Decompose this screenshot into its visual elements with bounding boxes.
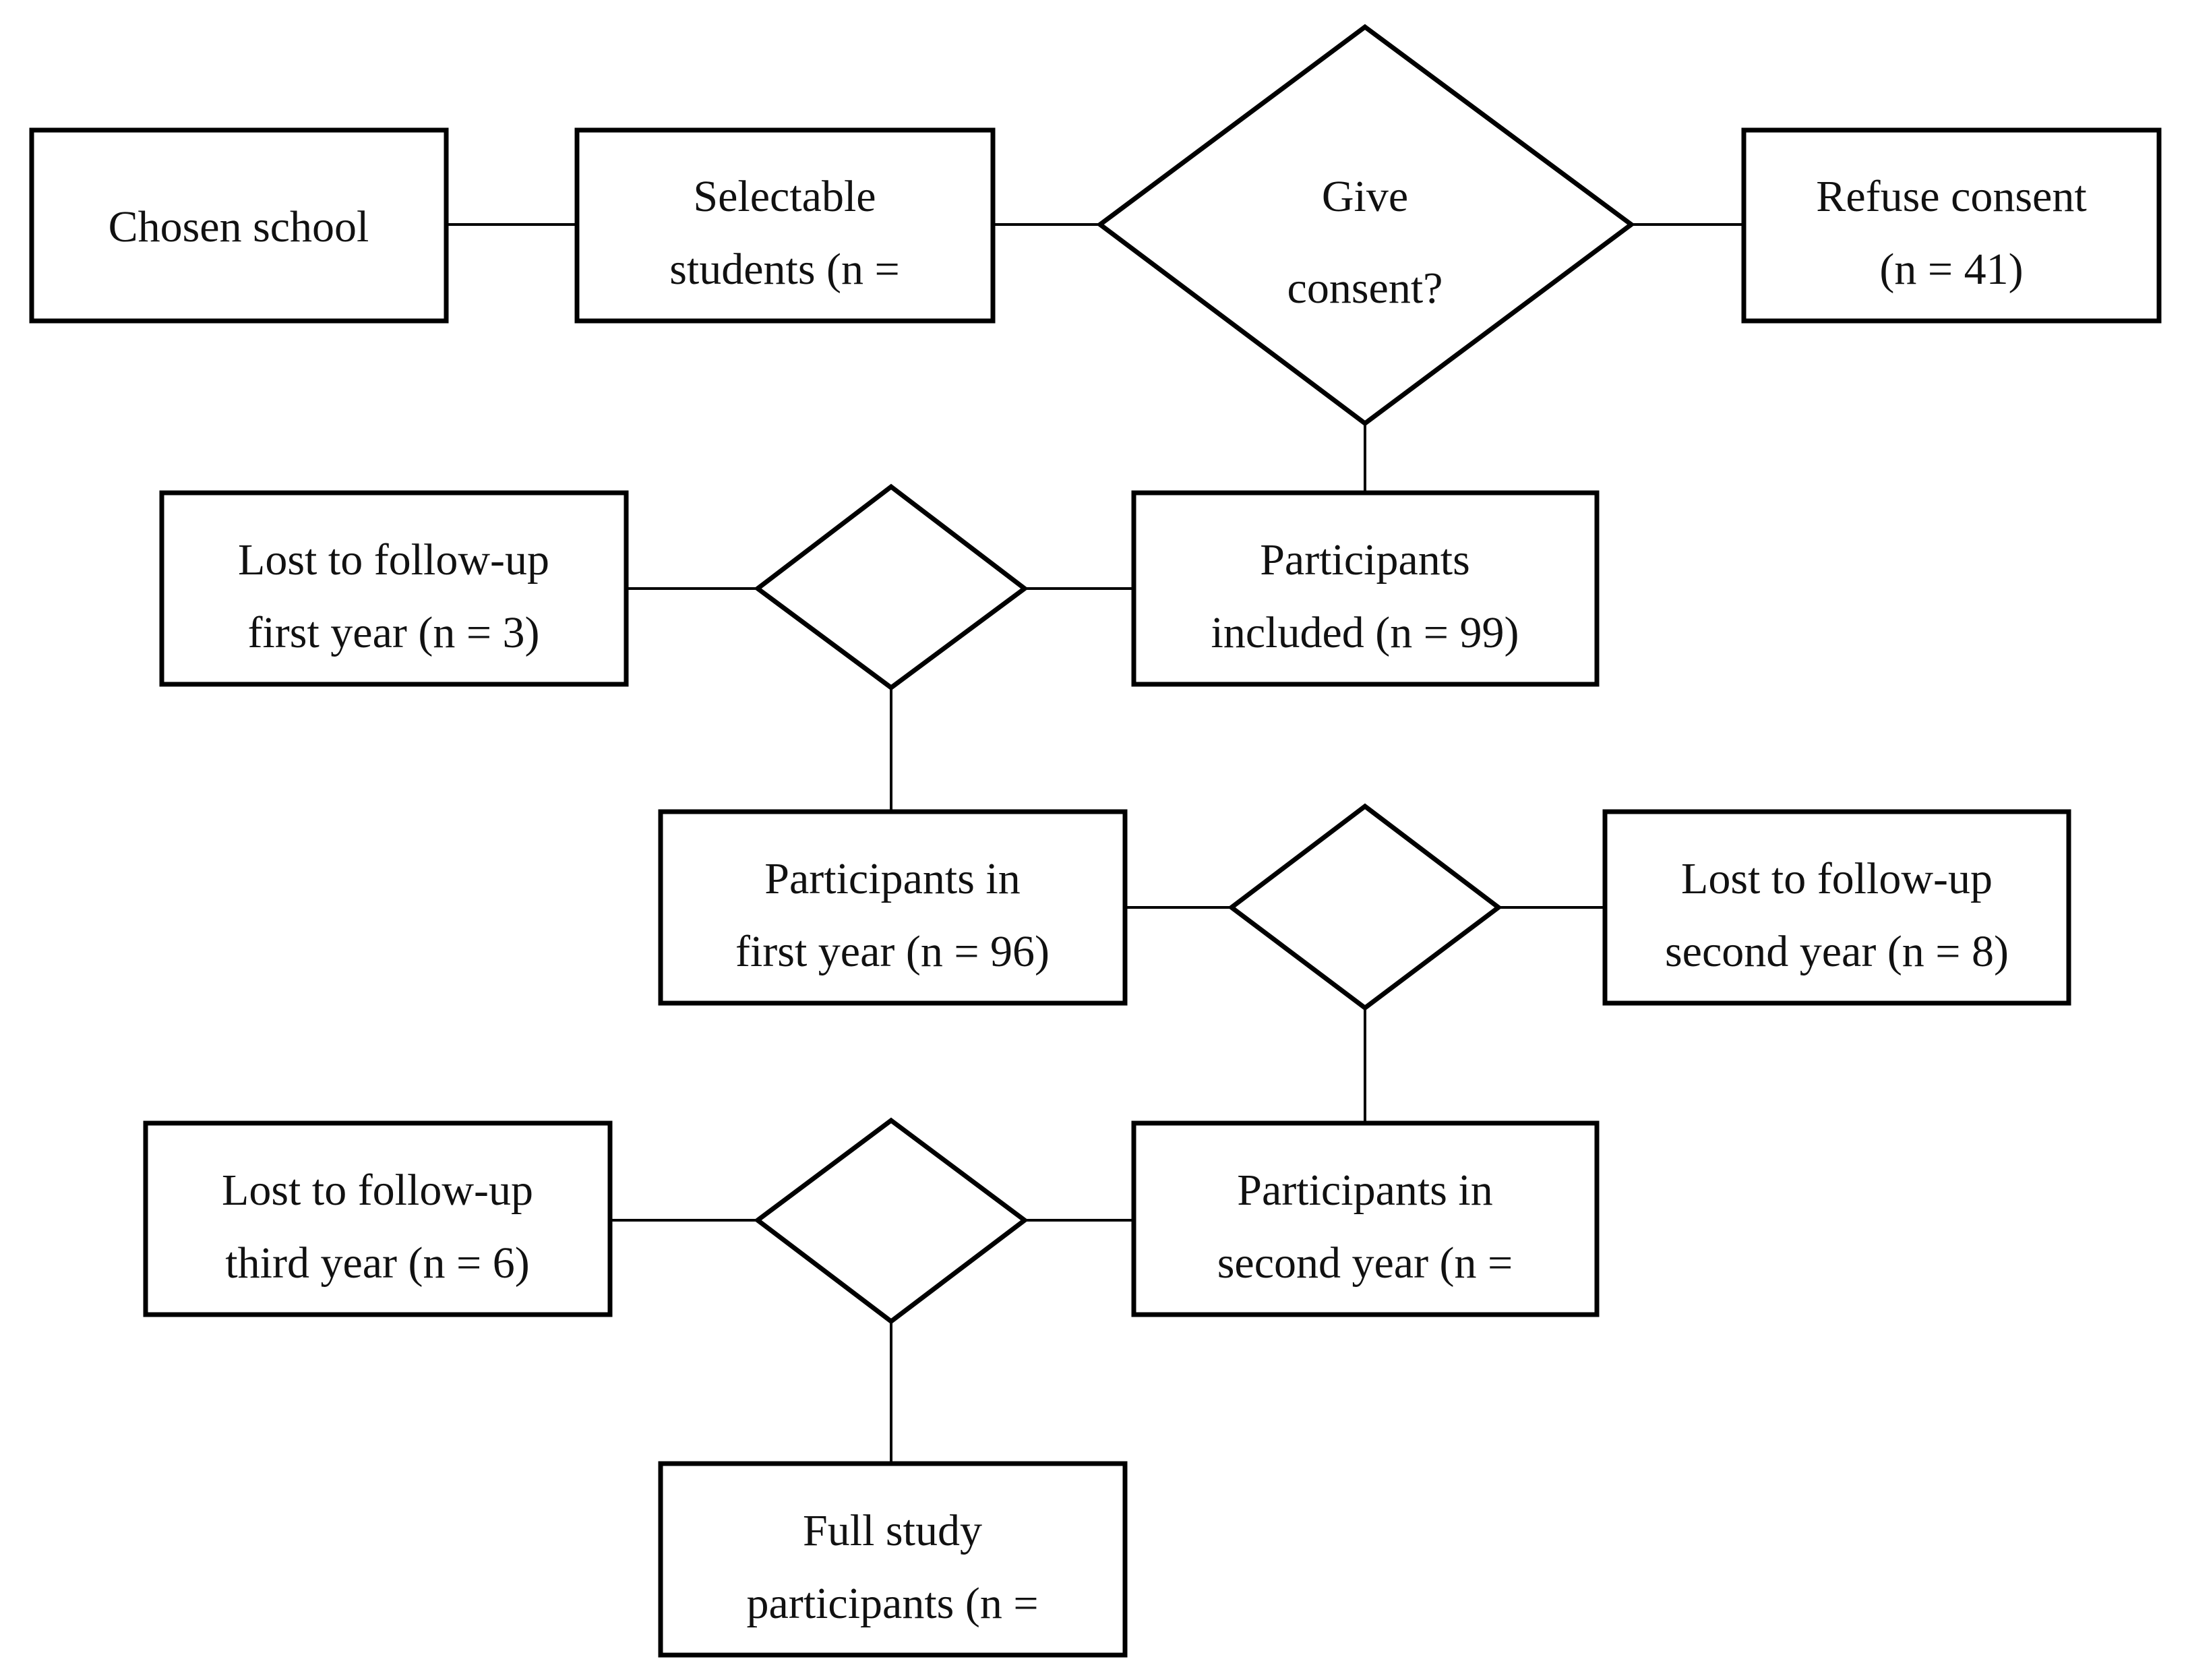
lost-first-year-label-line1: Lost to follow-up — [238, 535, 549, 584]
lost-third-year-label-line1: Lost to follow-up — [222, 1166, 533, 1215]
lost-first-year-box: Lost to follow-up first year (n = 3) — [159, 490, 629, 687]
participants-included-label-line1: Participants — [1260, 535, 1470, 584]
lost-second-year-box: Lost to follow-up second year (n = 8) — [1602, 809, 2071, 1006]
refuse-consent-label-line2: (n = 41) — [1879, 245, 2023, 294]
give-consent-label-line1: Give — [1322, 172, 1408, 221]
follow-up-decision-2 — [1227, 803, 1502, 1011]
selectable-students-box: Selectable students (n = — [574, 127, 996, 324]
full-study-label-line2: participants (n = — [746, 1579, 1038, 1628]
follow-up-decision-3 — [754, 1117, 1029, 1325]
follow-up-decision-1 — [754, 483, 1029, 691]
selectable-students-label-line1: Selectable — [693, 172, 876, 221]
lost-second-year-label-line1: Lost to follow-up — [1681, 854, 1993, 903]
connectors — [446, 223, 1744, 1464]
selectable-students-label-line2: students (n = — [669, 245, 900, 294]
participants-second-year-label-line2: second year (n = — [1217, 1238, 1513, 1288]
full-study-label-line1: Full study — [803, 1506, 982, 1555]
give-consent-decision: Give consent? — [1096, 24, 1635, 427]
refuse-consent-box: Refuse consent (n = 41) — [1741, 127, 2162, 324]
participants-second-year-box: Participants in second year (n = — [1131, 1120, 1600, 1317]
refuse-consent-label-line1: Refuse consent — [1816, 172, 2086, 221]
lost-first-year-label-line2: first year (n = 3) — [247, 608, 539, 657]
lost-second-year-label-line2: second year (n = 8) — [1665, 927, 2009, 976]
participants-second-year-label-line1: Participants in — [1237, 1166, 1492, 1215]
participants-included-box: Participants included (n = 99) — [1131, 490, 1600, 687]
chosen-school-box: Chosen school — [29, 127, 449, 324]
participants-first-year-label-line1: Participants in — [764, 854, 1020, 903]
participants-included-label-line2: included (n = 99) — [1211, 608, 1519, 657]
give-consent-label-line2: consent? — [1287, 264, 1443, 313]
chosen-school-label: Chosen school — [109, 202, 369, 251]
full-study-participants-box: Full study participants (n = — [658, 1461, 1128, 1658]
participants-first-year-box: Participants in first year (n = 96) — [658, 809, 1128, 1006]
lost-third-year-label-line2: third year (n = 6) — [225, 1238, 529, 1288]
lost-third-year-box: Lost to follow-up third year (n = 6) — [143, 1120, 613, 1317]
participants-first-year-label-line2: first year (n = 96) — [735, 927, 1050, 976]
